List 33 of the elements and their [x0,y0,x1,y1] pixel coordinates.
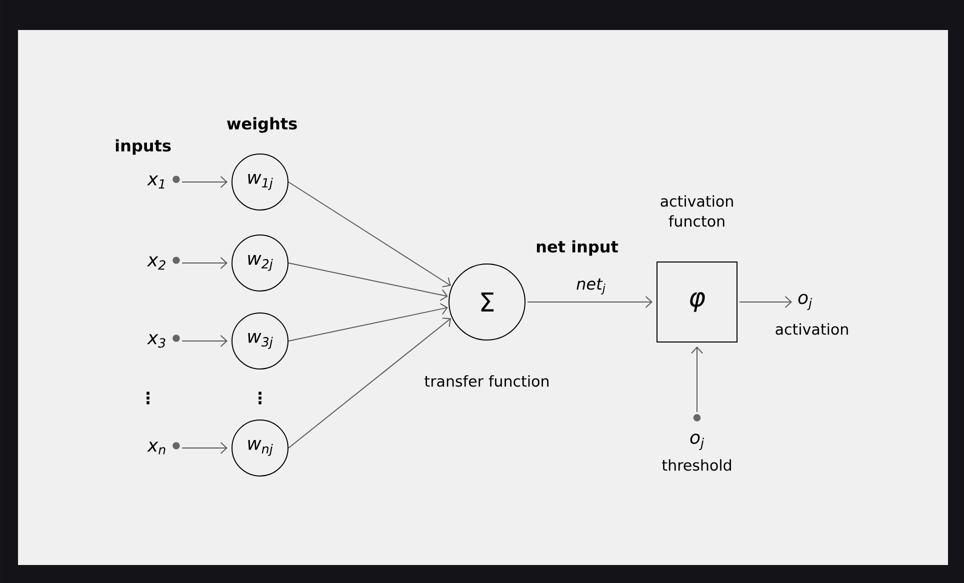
arrow [182,176,228,188]
arrow [182,256,228,269]
arrow [182,442,228,454]
node-label: x$_{1}$ [146,175,164,189]
caption-text: transfer function [424,375,548,387]
input-node: x$_{1}$ [146,175,180,189]
node-label: x$_{2}$ [146,256,166,270]
label-text: ⋮ [258,392,262,404]
arrow [739,296,792,308]
activation-box: φ [656,262,738,342]
input-node: x$_{2}$ [146,256,180,270]
arrow [691,346,703,412]
caption-text: activation [776,323,848,335]
node-label: x$_{n}$ [147,442,166,454]
caption-text: threshold [662,459,731,471]
arrow [288,182,451,288]
arrow [527,296,652,308]
arrow [288,318,452,448]
node-label: o$_{j}$ [690,434,704,450]
label-text: net input [536,240,618,256]
input-node: x$_{3}$ [146,334,180,348]
label-text: weights [227,117,297,133]
input-node: x$_{n}$ [147,442,180,454]
label-text: inputs [116,139,171,155]
output-label: o$_{j}$ [798,294,812,310]
node-label: x$_{3}$ [146,334,166,348]
caption-text: activation functon [660,195,733,227]
arrow [288,262,448,301]
threshold-node: o$_{j}$ [690,414,704,450]
label-text: ⋮ [146,392,150,404]
arrow [288,303,448,342]
edge-label: net$_{j}$ [576,278,606,294]
arrow [182,335,228,347]
